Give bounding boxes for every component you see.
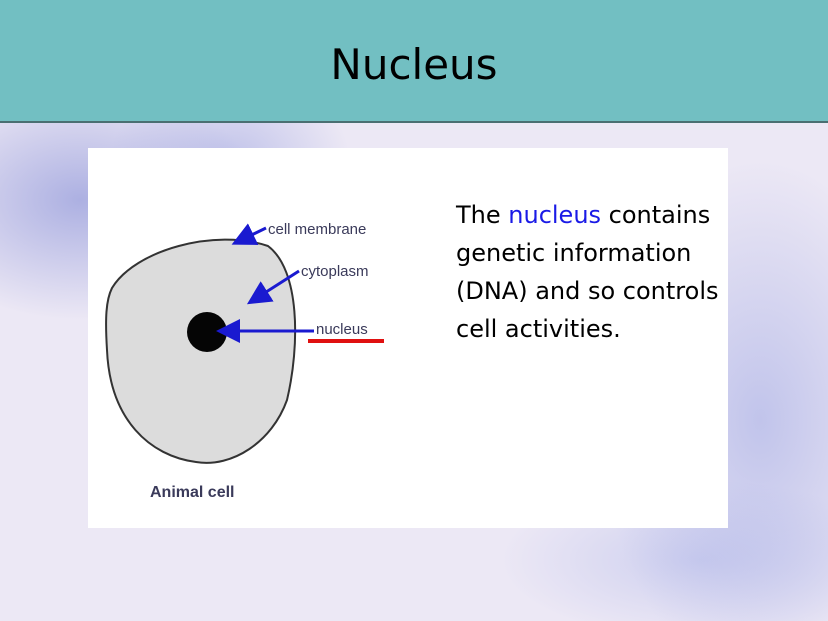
slide-header: Nucleus <box>0 0 828 123</box>
cytoplasm-arrow <box>246 269 300 305</box>
label-nucleus: nucleus <box>316 321 368 338</box>
body-post: contains genetic information (DNA) and s… <box>456 201 719 343</box>
label-cell-membrane: cell membrane <box>268 221 366 238</box>
slide-body-text: The nucleus contains genetic information… <box>456 196 726 348</box>
nucleus-shape <box>187 312 227 352</box>
diagram-caption: Animal cell <box>150 484 234 501</box>
slide-title: Nucleus <box>330 40 498 89</box>
body-pre: The <box>456 201 509 229</box>
label-cytoplasm: cytoplasm <box>301 263 369 280</box>
cell-membrane <box>105 238 297 464</box>
body-highlight: nucleus <box>508 201 602 229</box>
membrane-arrow <box>231 223 267 245</box>
